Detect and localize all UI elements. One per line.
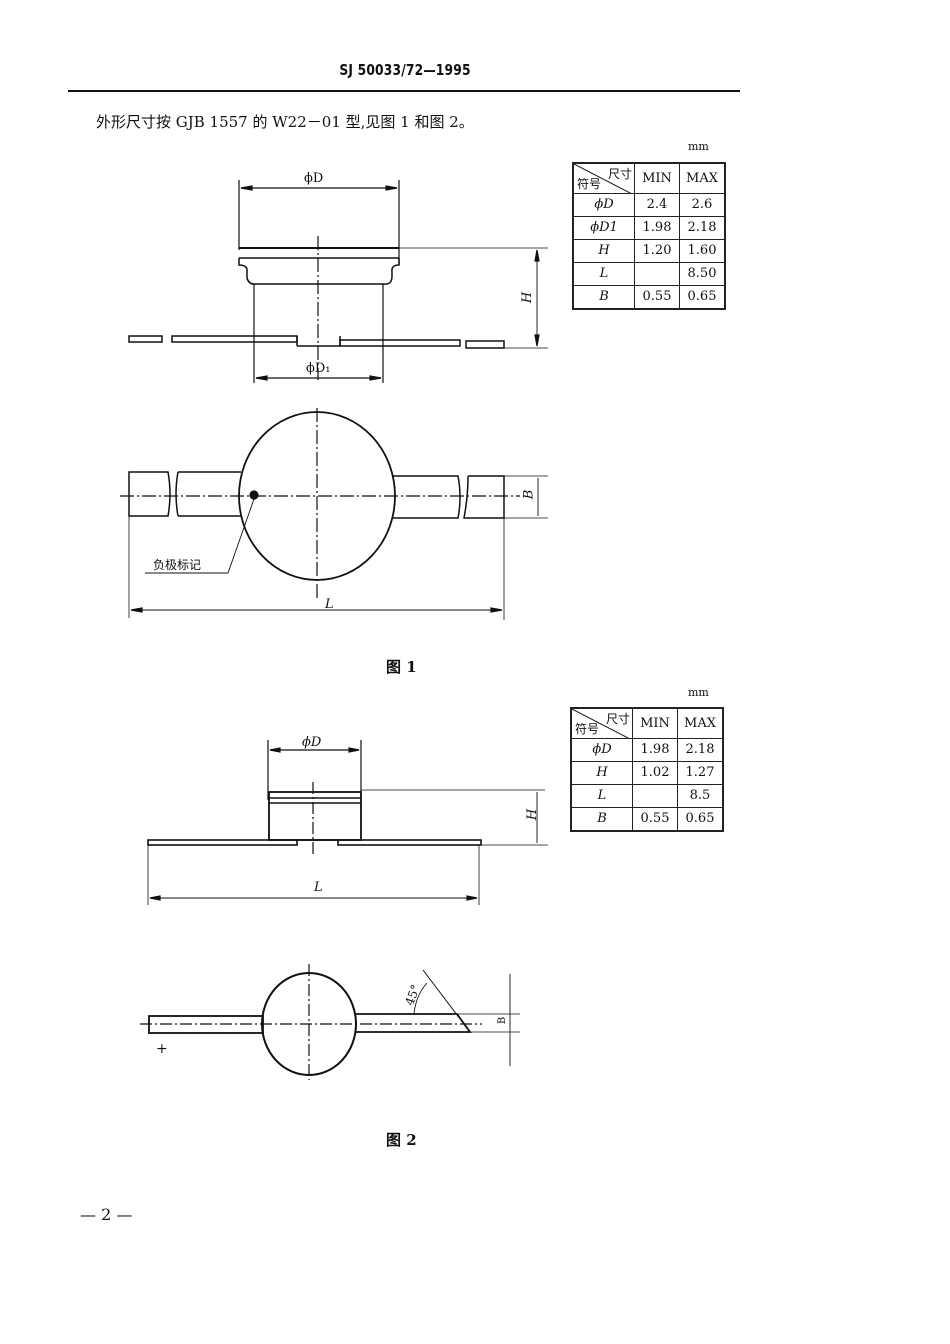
fig1-side-view [128,180,548,383]
standard-code: SJ 50033/72—1995 [339,61,471,79]
intro-paragraph: 外形尺寸按 GJB 1557 的 W22－01 型,见图 1 和图 2。 [96,113,474,131]
fig2-caption: 图 2 [386,1131,417,1149]
fig1-B-label: B [521,489,537,500]
fig2-B-label: B [497,1016,509,1025]
page-number: — 2 — [80,1205,133,1224]
fig1-negative-mark-label: 负极标记 [153,558,202,572]
fig1-col-max: MAX [679,162,726,194]
fig2-phiD-label: ϕD [302,735,322,750]
fig2-col-min: MIN [632,707,678,739]
header-rule [68,90,740,92]
fig1-H-label: H [520,291,536,304]
fig2-unit-label: mm [688,686,709,699]
fig2-L-label: L [314,880,323,895]
fig2-positive-mark: + [156,1041,168,1057]
fig1-phiD1-label: ϕD₁ [306,361,331,376]
document-header: SJ 50033/72—1995 [0,60,950,79]
fig1-table-corner: 尺寸 符号 [572,162,635,194]
fig1-unit-label: mm [688,140,709,153]
fig2-col-max: MAX [677,707,724,739]
diagonal-line-icon [572,709,630,739]
fig2-side-view [147,740,548,905]
diagonal-line-icon [574,164,632,194]
fig2-top-view [140,964,520,1080]
fig2-H-label: H [525,808,541,821]
fig1-top-view [120,408,548,620]
fig1-L-label: L [325,597,334,612]
fig1-phiD-label: ϕD [304,171,324,186]
fig2-table-corner: 尺寸 符号 [570,707,633,739]
fig1-caption: 图 1 [386,658,417,676]
fig1-col-min: MIN [634,162,680,194]
